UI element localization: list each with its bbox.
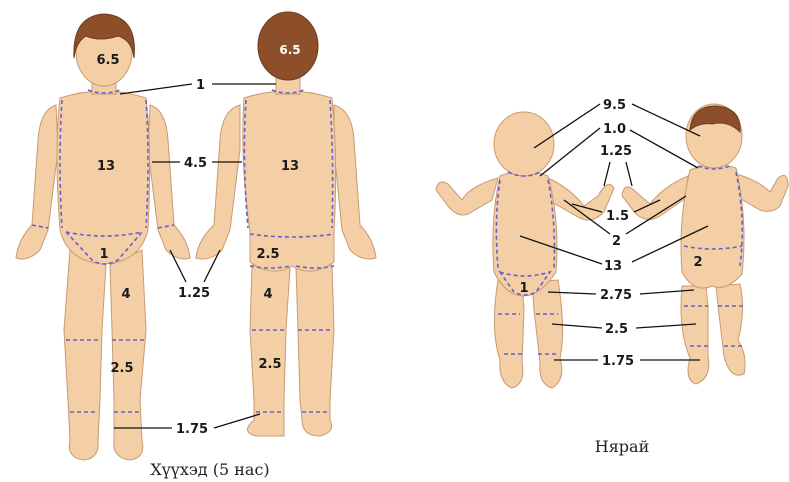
child-back-right-arm (196, 105, 240, 259)
child-hand-value: 1.25 (178, 286, 210, 301)
child-neck-leader-left (120, 84, 192, 94)
child-front-figure: 6.5 13 1 4 2.5 (16, 14, 190, 460)
infant-front-head (494, 112, 554, 176)
infant-front-genital-value: 1 (519, 281, 528, 296)
infant-hand-leader-left (604, 162, 610, 186)
infant-thigh-value: 2.75 (600, 288, 632, 303)
child-front-right-leg (64, 250, 106, 460)
child-back-torso (243, 91, 336, 271)
infant-front-torso (493, 171, 557, 296)
child-front-genital-value: 1 (99, 247, 108, 262)
child-back-head-value: 6.5 (279, 43, 300, 57)
child-back-trunk-value: 13 (281, 159, 299, 174)
infant-back-right-leg (681, 286, 709, 384)
child-back-leg-value: 2.5 (258, 357, 281, 372)
infant-front-right-arm (436, 178, 498, 215)
child-foot-value: 1.75 (176, 422, 208, 437)
infant-front-figure: 1 (436, 112, 614, 388)
child-front-right-arm (16, 105, 58, 259)
child-back-left-arm (334, 105, 376, 259)
infant-hand-leader-right (626, 162, 632, 186)
infant-head-value: 9.5 (603, 98, 626, 113)
child-front-trunk-value: 13 (97, 159, 115, 174)
child-back-thigh-value: 4 (263, 287, 272, 302)
infant-back-left-arm (736, 174, 788, 211)
infant-back-buttock-value: 2 (693, 255, 702, 270)
infant-front-right-leg (494, 280, 524, 388)
infant-foot-value: 1.75 (602, 354, 634, 369)
infant-back-torso (681, 164, 744, 288)
infant-caption: Нярай (595, 437, 650, 456)
child-front-leg-value: 2.5 (110, 361, 133, 376)
child-back-left-leg (296, 265, 334, 436)
infant-neck-value: 1.0 (603, 122, 626, 137)
child-upper-arm-value: 4.5 (184, 156, 207, 171)
infant-back-figure: 2 (622, 104, 788, 384)
infant-forearm-value: 1.5 (606, 209, 629, 224)
child-front-head-value: 6.5 (96, 53, 119, 68)
child-neck-value: 1 (196, 78, 205, 93)
infant-leg-value: 2.5 (605, 322, 628, 337)
infant-upper-arm-value: 2 (612, 234, 621, 249)
infant-back-right-arm (622, 176, 688, 220)
child-caption: Хүүхэд (5 нас) (150, 460, 269, 479)
child-front-thigh-value: 4 (121, 287, 130, 302)
infant-trunk-value: 13 (604, 259, 622, 274)
infant-hand-value: 1.25 (600, 144, 632, 159)
infant-back-left-leg (716, 284, 745, 375)
infant-front-left-leg (532, 280, 563, 388)
child-front-left-arm (148, 105, 190, 259)
child-back-figure: 6.5 13 2.5 4 2.5 (196, 12, 376, 436)
child-back-buttock-value: 2.5 (256, 247, 279, 262)
